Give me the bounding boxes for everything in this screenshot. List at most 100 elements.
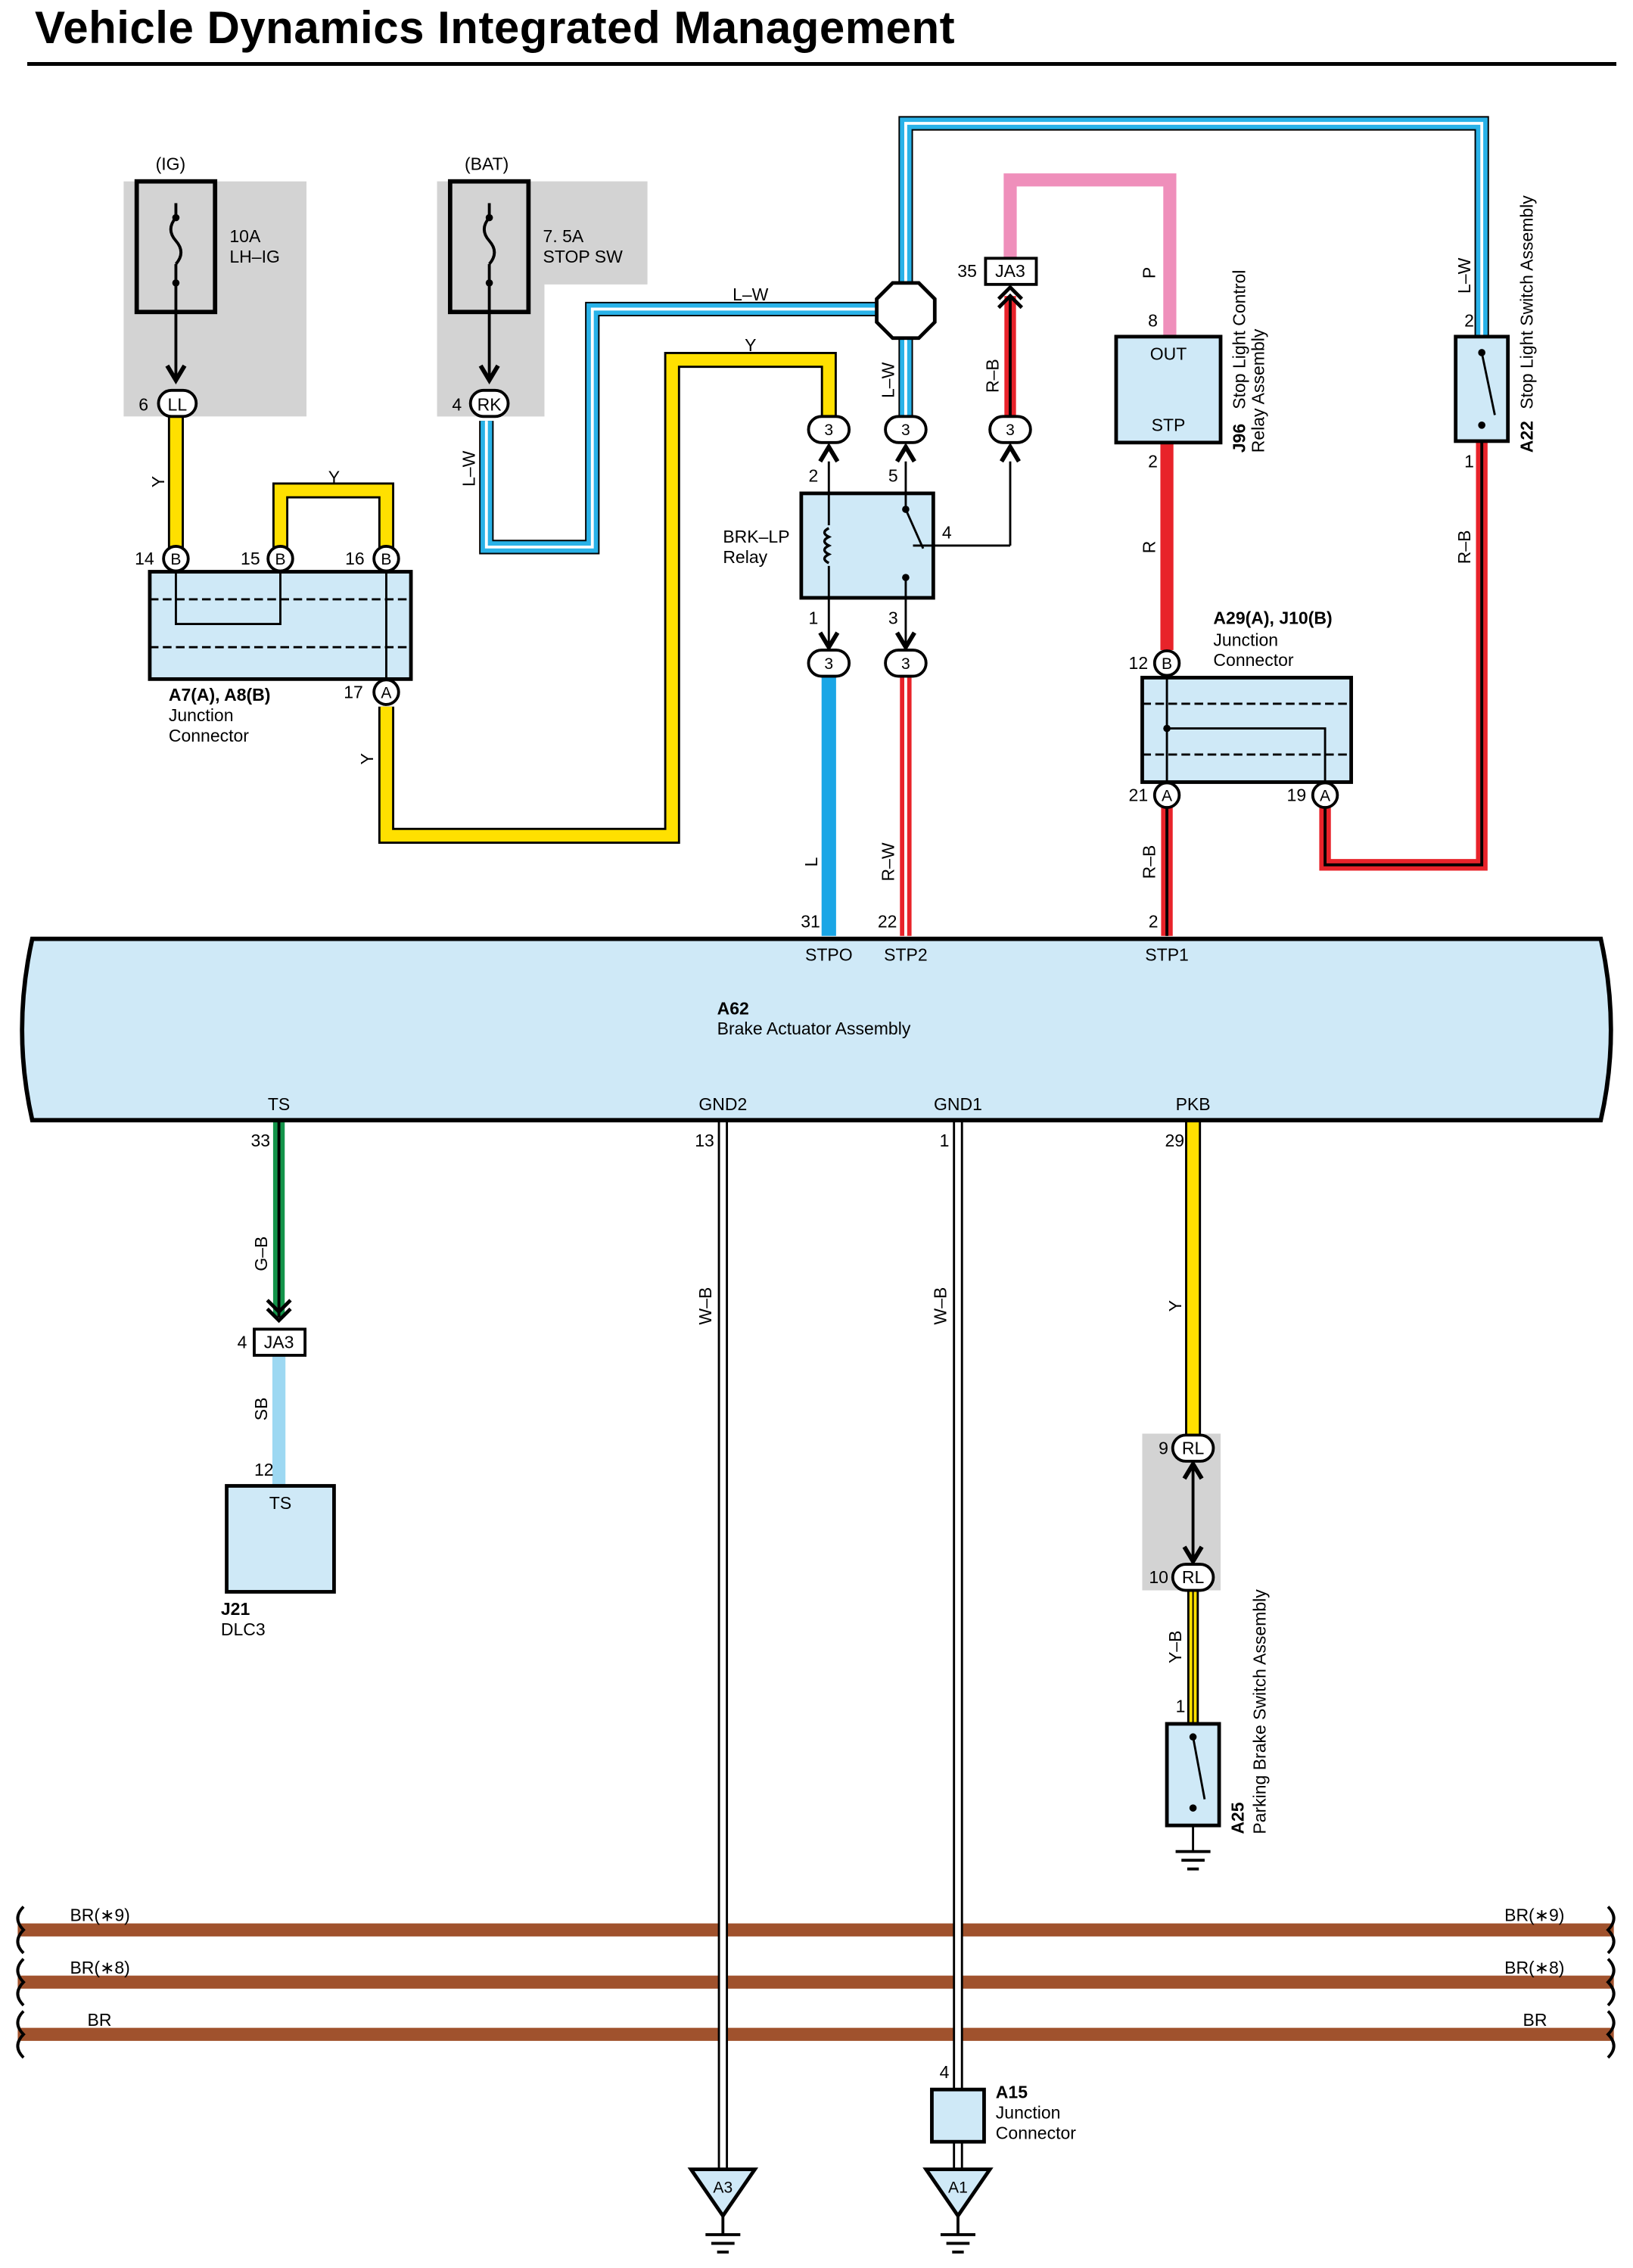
a62-pin33: 33 <box>250 1131 270 1150</box>
ground-a3-label: A3 <box>713 2179 733 2196</box>
a7-pin14-num: 14 <box>135 549 154 568</box>
a7-pin16-num: 16 <box>345 549 365 568</box>
a15-junction-connector <box>930 2087 986 2144</box>
bat-fuse-shade <box>437 181 648 417</box>
a29-pin12-letter: B <box>1162 655 1172 673</box>
striped-red-wires <box>900 296 1488 936</box>
a62-ts: TS <box>268 1094 290 1114</box>
a25-pin: 1 <box>1176 1697 1186 1716</box>
wire-label-l-stpo: L <box>801 857 821 866</box>
a62-gnd2: GND2 <box>698 1094 747 1114</box>
wire-label-y-top: Y <box>745 335 756 355</box>
brk-pin5: 5 <box>888 466 898 486</box>
brk-lp-name: BRK–LP <box>723 527 789 546</box>
wire-label-sb-ts: SB <box>251 1398 271 1421</box>
relay-conn-label-1: 3 <box>824 422 833 439</box>
ground-a1 <box>922 2167 994 2254</box>
relay-conn-label-3: 3 <box>1006 422 1015 439</box>
a7-line2: Connector <box>169 726 249 745</box>
a62-pin29: 29 <box>1165 1131 1184 1150</box>
splice-octagon <box>875 281 937 341</box>
yellow-wires <box>167 351 1202 1437</box>
j96-pin-out: 8 <box>1148 310 1158 330</box>
page-title: Vehicle Dynamics Integrated Management <box>35 2 956 53</box>
brk-pin2: 2 <box>808 466 818 486</box>
br-bus-label-3-right: BR <box>1523 2010 1547 2030</box>
ig-fuse-rating: 10A <box>229 226 261 246</box>
wire-label-gb-ts: G–B <box>251 1237 271 1271</box>
bat-source-label: (BAT) <box>465 154 509 173</box>
ig-source-label: (IG) <box>156 154 186 173</box>
a62-gnd1: GND1 <box>934 1094 982 1114</box>
a25-parking-brake-switch <box>1165 1722 1221 1871</box>
a62-id: A62 <box>717 998 749 1018</box>
wire-label-y-fuse: Y <box>148 476 168 487</box>
ja3-bottom-pin: 4 <box>238 1332 247 1352</box>
lw-wires <box>479 116 1489 555</box>
p-wire <box>1003 173 1177 337</box>
rl-pin-top: 9 <box>1159 1438 1168 1458</box>
a62-pin2: 2 <box>1149 911 1159 931</box>
dlc3-pin: 12 <box>254 1460 274 1479</box>
ground-a3 <box>687 2167 759 2254</box>
a15-pin: 4 <box>940 2062 950 2082</box>
junction-a7-body <box>148 570 413 681</box>
rk-connector-label: RK <box>477 395 502 415</box>
brk-pin1: 1 <box>808 608 818 628</box>
a62-pin13: 13 <box>695 1131 714 1150</box>
ll-connector <box>157 388 198 418</box>
rl-top-label: RL <box>1182 1438 1205 1458</box>
a25-name: Parking Brake Switch Assembly <box>1249 1589 1269 1834</box>
a62-name: Brake Actuator Assembly <box>717 1019 911 1038</box>
rl-pin-bottom: 10 <box>1149 1567 1168 1587</box>
wire-label-rb-a22: R–B <box>1454 530 1474 565</box>
j96-out: OUT <box>1150 344 1187 364</box>
br-bus-label-3-left: BR <box>87 2010 111 2030</box>
ja3-bottom-connector <box>253 1299 307 1357</box>
a29-line2: Connector <box>1213 650 1293 670</box>
a62-pin1: 1 <box>940 1131 950 1150</box>
wb-wires <box>717 1120 963 2170</box>
bat-fuse-rating: 7. 5A <box>543 226 584 246</box>
brk-pin3: 3 <box>888 608 898 628</box>
junction-a7-pins <box>162 545 400 706</box>
a22-stop-light-switch <box>1454 334 1510 443</box>
dlc3-connector <box>225 1484 336 1594</box>
wire-label-lw-rk: L–W <box>459 450 478 487</box>
a29-id: A29(A), J10(B) <box>1213 608 1332 628</box>
wire-label-lw-top: L–W <box>733 285 769 304</box>
a22-pin-bottom: 1 <box>1464 451 1474 471</box>
dlc3-name: DLC3 <box>221 1619 266 1639</box>
ll-connector-label: LL <box>168 395 188 415</box>
a29-line1: Junction <box>1213 630 1278 649</box>
a7-pin14-letter: B <box>170 551 181 568</box>
j96-pin-stp: 2 <box>1148 451 1158 471</box>
a7-pin15-letter: B <box>275 551 285 568</box>
ll-pin: 6 <box>138 395 148 415</box>
a62-stp1: STP1 <box>1145 944 1189 964</box>
a62-stp2: STP2 <box>884 944 928 964</box>
relay-conn-label-4: 3 <box>824 655 833 673</box>
a15-id: A15 <box>996 2083 1028 2102</box>
wire-label-lw-a22: L–W <box>1454 257 1474 294</box>
wire-label-y-pkb: Y <box>1165 1300 1185 1311</box>
a22-id: A22 <box>1516 421 1536 453</box>
a7-id: A7(A), A8(B) <box>169 685 271 705</box>
a62-pkb: PKB <box>1176 1094 1211 1114</box>
bat-fuse <box>447 179 531 384</box>
wire-label-r-j96: R <box>1140 541 1159 554</box>
a62-pin22: 22 <box>878 911 897 931</box>
brk-lp-sub: Relay <box>723 547 767 567</box>
rl-connector <box>1171 1433 1215 1592</box>
junction-a29-body <box>1140 676 1353 784</box>
dlc3-id: J21 <box>221 1599 250 1619</box>
ig-fuse <box>134 179 218 384</box>
wire-label-wb-gnd2: W–B <box>695 1287 715 1325</box>
a7-pin17-num: 17 <box>344 682 363 702</box>
a7-pin15-num: 15 <box>241 549 260 568</box>
relay-connector-pins <box>807 415 1032 678</box>
br-bus-label-1-right: BR(∗9) <box>1504 1906 1564 1925</box>
br-bus-label-2-right: BR(∗8) <box>1504 1958 1564 1977</box>
wire-label-rw-stp2: R–W <box>879 842 898 881</box>
